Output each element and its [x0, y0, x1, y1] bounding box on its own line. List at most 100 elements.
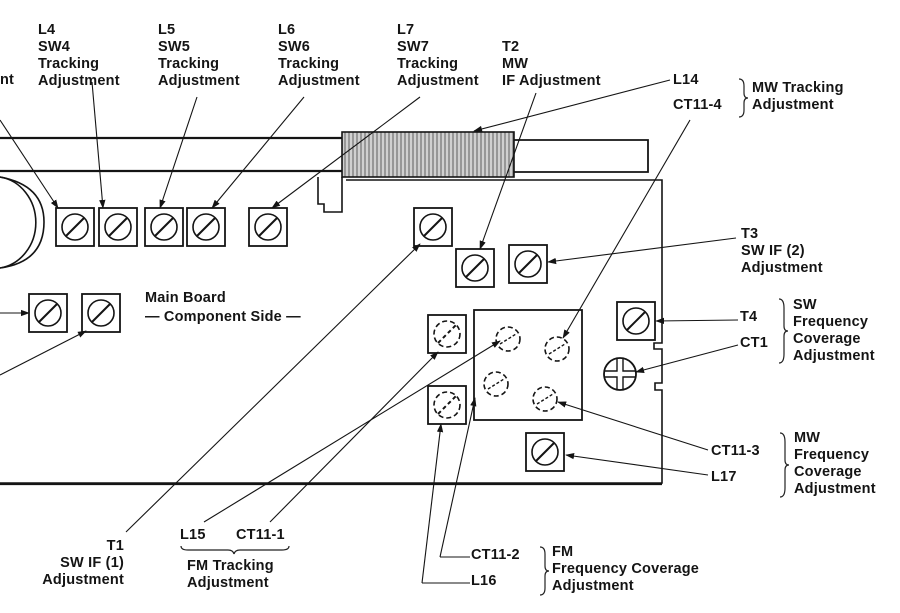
component-unlabeled-core[interactable]: [28, 293, 68, 333]
component-l15[interactable]: [427, 314, 467, 354]
component-ct1[interactable]: [603, 357, 637, 391]
brace-mw-freq: [779, 432, 790, 498]
part-id: T4: [740, 309, 758, 325]
leader-t2: [479, 92, 537, 250]
label-fm-freq-desc: FM Frequency Coverage Adjustment: [552, 544, 699, 595]
label-t3: T3 SW IF (2) Adjustment: [741, 226, 823, 277]
rail-right-section: [514, 139, 649, 173]
speaker-outline: [0, 176, 37, 269]
label-sw-freq-desc: SW Frequency Coverage Adjustment: [793, 297, 875, 365]
part-id: CT1: [740, 335, 768, 351]
part-id: L4: [38, 22, 56, 38]
component-ct11-1[interactable]: [495, 326, 521, 352]
desc-line: Frequency: [794, 447, 870, 463]
part-id: T3: [741, 226, 759, 242]
adjust-word: Adjustment: [38, 73, 120, 89]
fm-tuner-block: [473, 309, 583, 421]
board-title-line1: Main Board: [145, 290, 226, 306]
leader-l5: [159, 96, 198, 209]
label-ct11-4: CT11-4: [673, 97, 722, 114]
leader-ct11-3: [557, 401, 709, 451]
component-t3[interactable]: [508, 244, 548, 284]
component-l4[interactable]: [55, 207, 95, 247]
label-t2: T2 MW IF Adjustment: [502, 39, 601, 90]
adjust-word: Adjustment: [278, 73, 360, 89]
desc-line: MW: [794, 430, 821, 446]
adjust-type: Tracking: [397, 56, 459, 72]
adjust-type: Tracking: [278, 56, 340, 72]
part-id: T1: [106, 538, 124, 554]
desc-line: Adjustment: [187, 575, 269, 591]
adjust-type: Adjustment: [741, 260, 823, 276]
components-layer: [28, 207, 656, 472]
leader-l7: [271, 96, 421, 209]
component-l5[interactable]: [98, 207, 138, 247]
component-ct11-3[interactable]: [532, 386, 558, 412]
brace-mw-tracking: [738, 78, 749, 118]
desc-line: Coverage: [793, 331, 861, 347]
adjust-type: IF Adjustment: [502, 73, 601, 89]
part-id: CT11-1: [236, 527, 285, 543]
component-l16[interactable]: [427, 385, 467, 425]
brace-sw-freq: [778, 298, 789, 364]
component-l7[interactable]: [186, 207, 226, 247]
leader-t4: [655, 317, 739, 325]
desc-line: FM Tracking: [187, 558, 274, 574]
component-l6[interactable]: [144, 207, 184, 247]
band-name: SW4: [38, 39, 71, 55]
brace-fm-tracking: [180, 545, 290, 555]
board-edge: [0, 179, 663, 484]
leader-t1: [125, 243, 421, 533]
adjust-type: Tracking: [38, 56, 100, 72]
label-text: nt: [0, 72, 15, 88]
leader-l17: [565, 453, 709, 476]
board-notch: [317, 177, 343, 213]
desc-line: Adjustment: [752, 97, 834, 113]
desc-line: Frequency: [793, 314, 869, 330]
board-outline: [0, 136, 663, 486]
label-fm-tracking-desc: FM Tracking Adjustment: [187, 558, 274, 592]
leader-ct11-4: [562, 119, 691, 339]
part-id: CT11-4: [673, 97, 722, 113]
leader-ct1: [635, 344, 739, 373]
desc-line: MW Tracking: [752, 80, 844, 96]
desc-line: Frequency Coverage: [552, 561, 700, 577]
component-ct11-2[interactable]: [483, 371, 509, 397]
component-unlabeled-core[interactable]: [248, 207, 288, 247]
label-partial-left: nt: [0, 72, 14, 89]
board-title: Main Board — Component Side —: [145, 290, 301, 326]
component-t1[interactable]: [413, 207, 453, 247]
leader-ct11-2: [439, 397, 477, 558]
desc-line: Coverage: [794, 464, 862, 480]
leader-l15: [203, 340, 501, 523]
label-l7: L7 SW7 Tracking Adjustment: [397, 22, 479, 90]
component-t4[interactable]: [616, 301, 656, 341]
label-ct1: CT1: [740, 335, 768, 352]
label-l14: L14: [673, 72, 699, 89]
leader-ct11-1: [269, 351, 439, 523]
band-name: SW IF (2): [741, 243, 805, 259]
band-name: SW7: [397, 39, 430, 55]
label-mw-freq-desc: MW Frequency Coverage Adjustment: [794, 430, 876, 498]
adjust-type: Adjustment: [42, 572, 124, 588]
leader-l4: [91, 81, 106, 209]
leader-t3: [547, 237, 737, 265]
part-id: L5: [158, 22, 176, 38]
component-unlabeled-core[interactable]: [81, 293, 121, 333]
adjust-type: Tracking: [158, 56, 220, 72]
component-l17[interactable]: [525, 432, 565, 472]
part-id: CT11-2: [471, 547, 520, 563]
desc-line: FM: [552, 544, 574, 560]
part-id: L6: [278, 22, 296, 38]
label-t4: T4: [740, 309, 757, 326]
leader-lines-layer: [0, 79, 739, 584]
label-l5: L5 SW5 Tracking Adjustment: [158, 22, 240, 90]
leader-l6: [211, 96, 305, 209]
component-t2[interactable]: [455, 248, 495, 288]
component-ct11-4[interactable]: [544, 336, 570, 362]
band-name: SW6: [278, 39, 311, 55]
board-title-line2: — Component Side —: [145, 309, 301, 325]
part-id: L7: [397, 22, 415, 38]
leader-left-b: [0, 330, 87, 376]
label-l4: L4 SW4 Tracking Adjustment: [38, 22, 120, 90]
